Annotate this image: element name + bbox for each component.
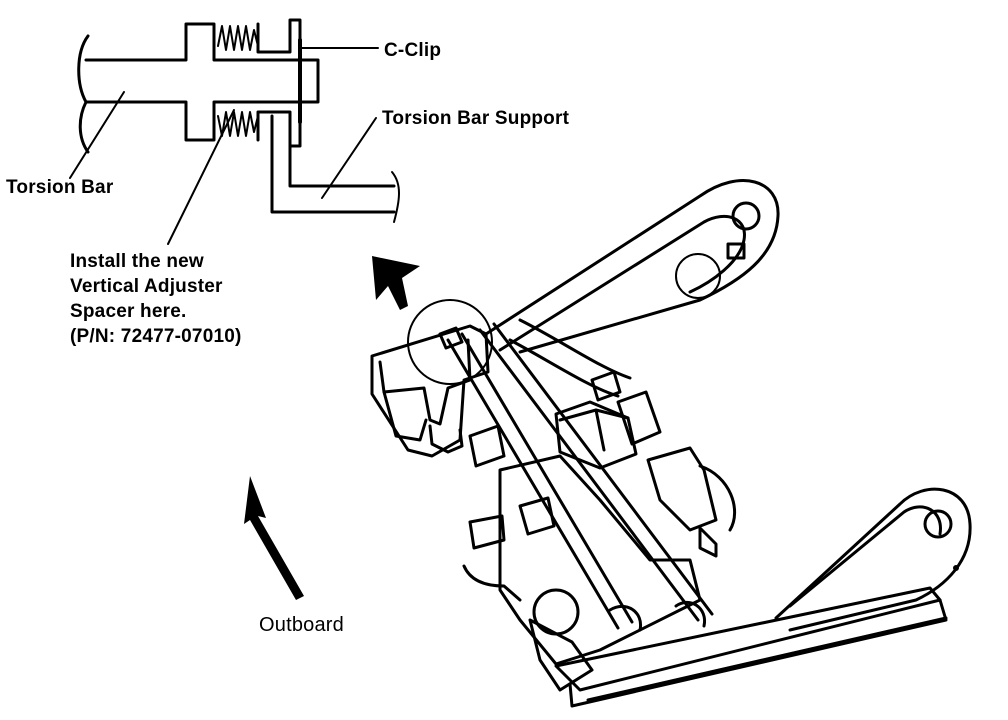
direction-arrows	[244, 256, 420, 600]
install-note-line-3: Spacer here.	[70, 301, 187, 322]
leader-lines	[69, 47, 379, 245]
torsion-bar-detail	[77, 18, 400, 223]
install-note-line-2: Vertical Adjuster	[70, 276, 223, 297]
install-note-line-1: Install the new	[70, 251, 204, 272]
arrow-to-detail-icon	[372, 256, 420, 310]
install-note-part-number: (P/N: 72477-07010)	[70, 326, 242, 347]
outboard-label: Outboard	[259, 614, 344, 636]
outboard-arrow-icon	[244, 476, 304, 600]
seat-adjuster-assembly	[370, 179, 972, 708]
torsion-bar-label: Torsion Bar	[6, 177, 114, 198]
install-spacer-note: Install the new Vertical Adjuster Spacer…	[70, 249, 242, 349]
torsion-bar-support-label: Torsion Bar Support	[382, 108, 570, 129]
c-clip-label: C-Clip	[384, 40, 442, 61]
